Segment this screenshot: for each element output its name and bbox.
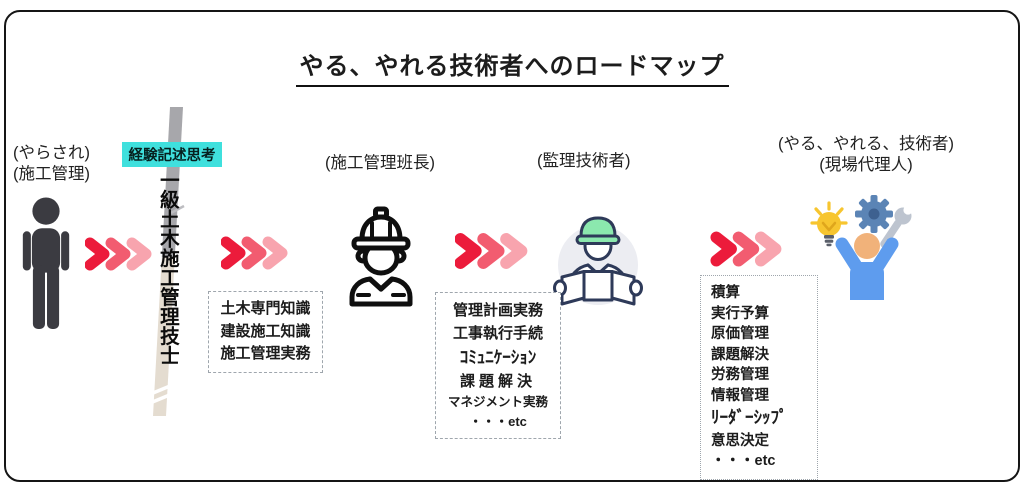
skill-item: 施工管理実務 [220, 345, 311, 362]
goal-stage-label: (やる、やれる、技術者) (現場代理人) [778, 135, 954, 174]
person-silhouette-icon [22, 197, 70, 329]
skill-item: ﾘｰﾀﾞｰｼｯﾌﾟ [711, 408, 788, 428]
triple-chevron-icon [221, 236, 288, 270]
skill-item: マネジメント実務 [447, 395, 548, 409]
certification-vertical-label: 一級土木施工管理技士 [156, 170, 179, 365]
start-stage-label: (やらされ) (施工管理) [13, 144, 90, 183]
foreman-stage-label: (施工管理班長) [325, 154, 435, 172]
skill-item: 土木専門知識 [220, 300, 311, 317]
skill-item: 積算 [711, 285, 740, 301]
engineer-blueprint-icon [553, 216, 643, 306]
skill-item: 課題解決 [459, 372, 536, 390]
skill-item: 意思決定 [711, 432, 769, 449]
skill-item: 課題解決 [711, 346, 769, 363]
title-row: やる、やれる技術者へのロードマップ [0, 46, 1024, 87]
skill-item: 建設施工知識 [220, 322, 311, 340]
skill-item: 原価管理 [711, 326, 769, 343]
supervisor-stage-label: (監理技術者) [537, 152, 631, 170]
skill-item: ・・・etc [469, 413, 527, 429]
triple-chevron-icon [455, 233, 528, 269]
triple-chevron-icon [710, 231, 782, 267]
skill-item: 工事執行手続 [452, 324, 543, 342]
foreman-skills-box: 土木専門知識 建設施工知識 施工管理実務 [208, 291, 323, 373]
construction-worker-icon [349, 206, 413, 307]
exam-thinking-badge: 経験記述思考 [122, 142, 222, 167]
goal-skills-box: 積算 実行予算 原価管理 課題解決 労務管理 情報管理 ﾘｰﾀﾞｰｼｯﾌﾟ 意思… [700, 275, 818, 480]
page-title: やる、やれる技術者へのロードマップ [295, 46, 729, 87]
skill-item: 管理計画実務 [452, 302, 543, 319]
triple-chevron-icon [85, 237, 152, 271]
supervisor-skills-box: 管理計画実務 工事執行手続 ｺﾐｭﾆｹｰｼｮﾝ 課題解決 マネジメント実務 ・・… [435, 292, 561, 440]
wrench-icon [880, 205, 913, 248]
skill-item: 実行予算 [711, 305, 769, 322]
skill-item: 情報管理 [711, 387, 769, 404]
skill-item: ・・・etc [711, 453, 776, 470]
idea-person-icon [810, 195, 913, 300]
skill-item: 労務管理 [711, 367, 769, 384]
skill-item: ｺﾐｭﾆｹｰｼｮﾝ [459, 348, 537, 367]
